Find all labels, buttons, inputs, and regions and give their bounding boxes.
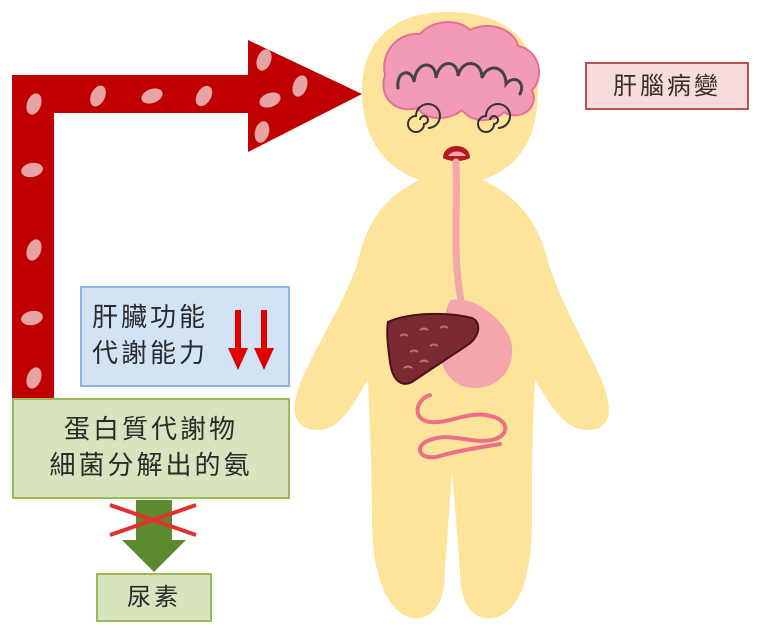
liver-brain-disease-text: 肝腦病變 — [613, 70, 721, 102]
liver-function-line2: 代謝能力 — [92, 337, 208, 372]
ammonia-line1: 蛋白質代謝物 — [64, 413, 238, 448]
liver-function-line1: 肝臟功能 — [92, 301, 208, 336]
ammonia-line2: 細菌分解出的氨 — [49, 449, 252, 484]
urea-box: 尿素 — [96, 573, 212, 622]
ammonia-source-box: 蛋白質代謝物 細菌分解出的氨 — [12, 398, 290, 499]
urea-text: 尿素 — [127, 581, 181, 613]
liver-brain-disease-label: 肝腦病變 — [585, 62, 749, 110]
liver-function-box: 肝臟功能 代謝能力 — [80, 286, 290, 387]
double-down-arrow-icon — [228, 308, 280, 372]
